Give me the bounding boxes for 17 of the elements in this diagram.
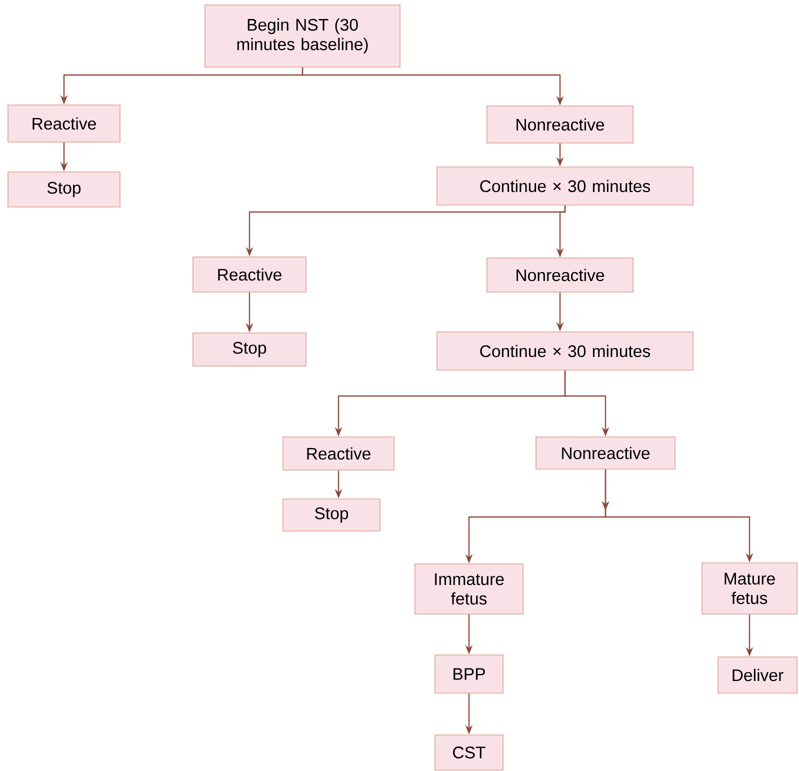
process-box: Continue × 30 minutes [436,166,694,206]
process-box: Stop [192,332,307,367]
process-box: Nonreactive [486,105,634,144]
process-box: Immature fetus [414,563,524,615]
process-box: Stop [7,171,121,208]
process-box: Continue × 30 minutes [436,331,694,371]
process-box: Nonreactive [535,436,676,470]
process-box: Deliver [717,656,798,694]
process-box: Reactive [7,104,121,143]
process-box: BPP [434,654,504,694]
process-box: Reactive [282,436,395,471]
process-box: Begin NST (30 minutes baseline) [204,4,401,68]
process-box: Nonreactive [486,257,634,293]
process-box: Stop [282,498,381,532]
process-box: Reactive [192,256,307,293]
process-box: Mature fetus [701,562,798,615]
process-box: CST [434,734,504,771]
